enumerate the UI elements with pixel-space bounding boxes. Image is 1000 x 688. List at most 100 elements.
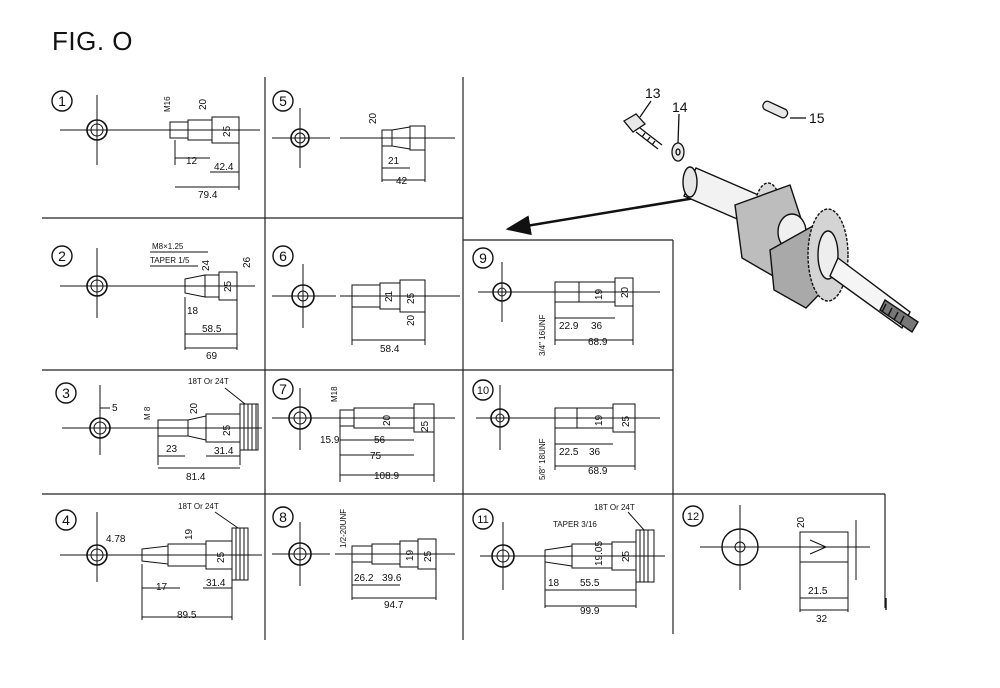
panel-number-11: 11 bbox=[472, 508, 494, 530]
panel-number-9: 9 bbox=[472, 247, 494, 269]
dim-8-diameter-a: 19 bbox=[405, 549, 416, 561]
dim-10-thread: 5/8" 18UNF bbox=[538, 438, 547, 480]
dim-9-diameter-b: 20 bbox=[620, 286, 631, 298]
panel-number-4: 4 bbox=[55, 509, 77, 531]
dim-9-thread: 3/4" 16UNF bbox=[538, 314, 547, 356]
dim-6-length-total: 58.4 bbox=[380, 344, 400, 355]
dim-3-thread: M 8 bbox=[143, 406, 152, 420]
side-view-11 bbox=[535, 511, 665, 608]
panel-6: 6 21 25 20 58.4 bbox=[272, 245, 460, 355]
svg-text:11: 11 bbox=[477, 514, 488, 526]
end-view-5 bbox=[272, 108, 330, 168]
dim-4-length-total: 89.5 bbox=[177, 610, 197, 621]
part-number-13: 13 bbox=[645, 85, 661, 101]
side-view-3 bbox=[140, 387, 262, 469]
svg-text:3: 3 bbox=[62, 385, 70, 401]
dim-2-diameter-c: 26 bbox=[242, 256, 253, 268]
dim-6-diameter-a: 21 bbox=[384, 290, 395, 302]
dim-11-taper: TAPER 3/16 bbox=[553, 520, 597, 529]
end-view-4 bbox=[60, 512, 138, 582]
dim-2-thread: M8×1.25 bbox=[152, 242, 184, 251]
dim-9-length-a: 22.9 bbox=[559, 321, 579, 332]
dim-1-diameter-b: 25 bbox=[222, 125, 233, 137]
dim-11-diameter-a: 19.05 bbox=[594, 541, 605, 566]
dim-3-length-total: 81.4 bbox=[186, 472, 206, 483]
dim-12-length-a: 21.5 bbox=[808, 586, 828, 597]
svg-text:7: 7 bbox=[279, 381, 287, 397]
dim-7-diameter-b: 25 bbox=[420, 420, 431, 432]
panel-8: 8 1/2-20UNF 19 25 26.2 39.6 94.7 bbox=[272, 506, 455, 611]
side-view-12 bbox=[770, 520, 870, 612]
dim-3-diameter-a: 20 bbox=[189, 402, 200, 414]
panel-9: 9 3/4" 16UNF 19 20 22.9 36 68.9 bbox=[472, 247, 660, 356]
washer-icon bbox=[671, 113, 685, 162]
dim-2-diameter-a: 24 bbox=[201, 259, 212, 271]
dim-12-length-total: 32 bbox=[816, 614, 828, 625]
dim-7-length-b: 56 bbox=[374, 435, 386, 446]
dim-1-length-a: 12 bbox=[186, 156, 198, 167]
svg-text:1: 1 bbox=[58, 93, 66, 109]
dim-4-diameter-a: 19 bbox=[184, 528, 195, 540]
dim-7-length-c: 75 bbox=[370, 451, 382, 462]
side-view-9 bbox=[530, 277, 660, 345]
side-view-8 bbox=[335, 538, 455, 600]
dim-5-diameter: 20 bbox=[368, 112, 379, 124]
svg-text:10: 10 bbox=[477, 385, 489, 397]
side-view-4 bbox=[135, 511, 262, 620]
panel-7: 7 M18 20 25 15.9 56 75 108.9 bbox=[272, 378, 455, 482]
panel-11: 11 18T Or 24T TAPER 3/16 19.05 25 bbox=[472, 503, 665, 617]
panel-number-7: 7 bbox=[272, 378, 294, 400]
dim-2-length-total: 69 bbox=[206, 351, 218, 362]
dim-8-diameter-b: 25 bbox=[423, 550, 434, 562]
panel-2: 2 M8×1.25 TAPER 1/5 24 25 26 18 58.5 69 bbox=[51, 242, 255, 362]
end-view-2 bbox=[60, 248, 138, 318]
side-view-2 bbox=[135, 251, 255, 350]
dim-4-gear: 18T Or 24T bbox=[178, 502, 219, 511]
dim-10-diameter-b: 25 bbox=[621, 415, 632, 427]
panel-12: 12 20 21.5 32 bbox=[682, 505, 870, 625]
panel-4: 4 4.78 18T Or 24T 19 25 17 bbox=[55, 502, 262, 621]
panel-5: 5 20 21 42 bbox=[272, 90, 455, 187]
pointer-arrow bbox=[505, 196, 696, 236]
side-view-6 bbox=[340, 279, 460, 345]
dim-9-diameter-a: 19 bbox=[594, 288, 605, 300]
panel-number-2: 2 bbox=[51, 245, 73, 267]
dim-7-thread: M18 bbox=[330, 386, 339, 402]
side-view-1 bbox=[135, 116, 260, 190]
dim-10-length-a: 22.5 bbox=[559, 447, 579, 458]
svg-text:12: 12 bbox=[687, 511, 699, 523]
panel-number-8: 8 bbox=[272, 506, 294, 528]
dim-3-diameter-b: 25 bbox=[222, 424, 233, 436]
svg-text:9: 9 bbox=[479, 250, 487, 266]
dim-2-diameter-b: 25 bbox=[223, 280, 234, 292]
panel-number-10: 10 bbox=[472, 379, 494, 401]
end-view-6 bbox=[272, 264, 336, 328]
dim-11-length-total: 99.9 bbox=[580, 606, 600, 617]
panel-3: 3 5 M 8 18T Or 24T bbox=[55, 377, 262, 483]
dim-4-keyway: 4.78 bbox=[106, 534, 126, 545]
panel-1: 1 M16 20 25 12 42.4 79.4 bbox=[51, 90, 260, 201]
crankshaft-icon bbox=[682, 166, 919, 333]
end-view-7 bbox=[272, 388, 330, 450]
dim-5-length-a: 21 bbox=[388, 156, 400, 167]
dim-1-length-total: 79.4 bbox=[198, 190, 218, 201]
dim-12-diameter: 20 bbox=[796, 516, 807, 528]
dim-10-diameter-a: 19 bbox=[594, 414, 605, 426]
dim-9-length-total: 68.9 bbox=[588, 337, 608, 348]
dim-11-diameter-b: 25 bbox=[621, 550, 632, 562]
dim-8-length-a: 26.2 bbox=[354, 573, 374, 584]
end-view-9 bbox=[478, 262, 530, 322]
svg-text:5: 5 bbox=[279, 93, 287, 109]
panel-number-6: 6 bbox=[272, 245, 294, 267]
figure-title: FIG. O bbox=[52, 26, 133, 56]
dim-4-length-b: 31.4 bbox=[206, 578, 226, 589]
exploded-view: 13 14 15 bbox=[505, 85, 919, 333]
panel-number-1: 1 bbox=[51, 90, 73, 112]
dim-10-length-total: 68.9 bbox=[588, 466, 608, 477]
dim-7-diameter-a: 20 bbox=[382, 414, 393, 426]
side-view-10 bbox=[528, 403, 660, 470]
end-view-10 bbox=[476, 385, 528, 450]
end-view-11 bbox=[480, 522, 535, 590]
end-view-3 bbox=[62, 385, 140, 455]
end-view-8 bbox=[272, 522, 330, 586]
